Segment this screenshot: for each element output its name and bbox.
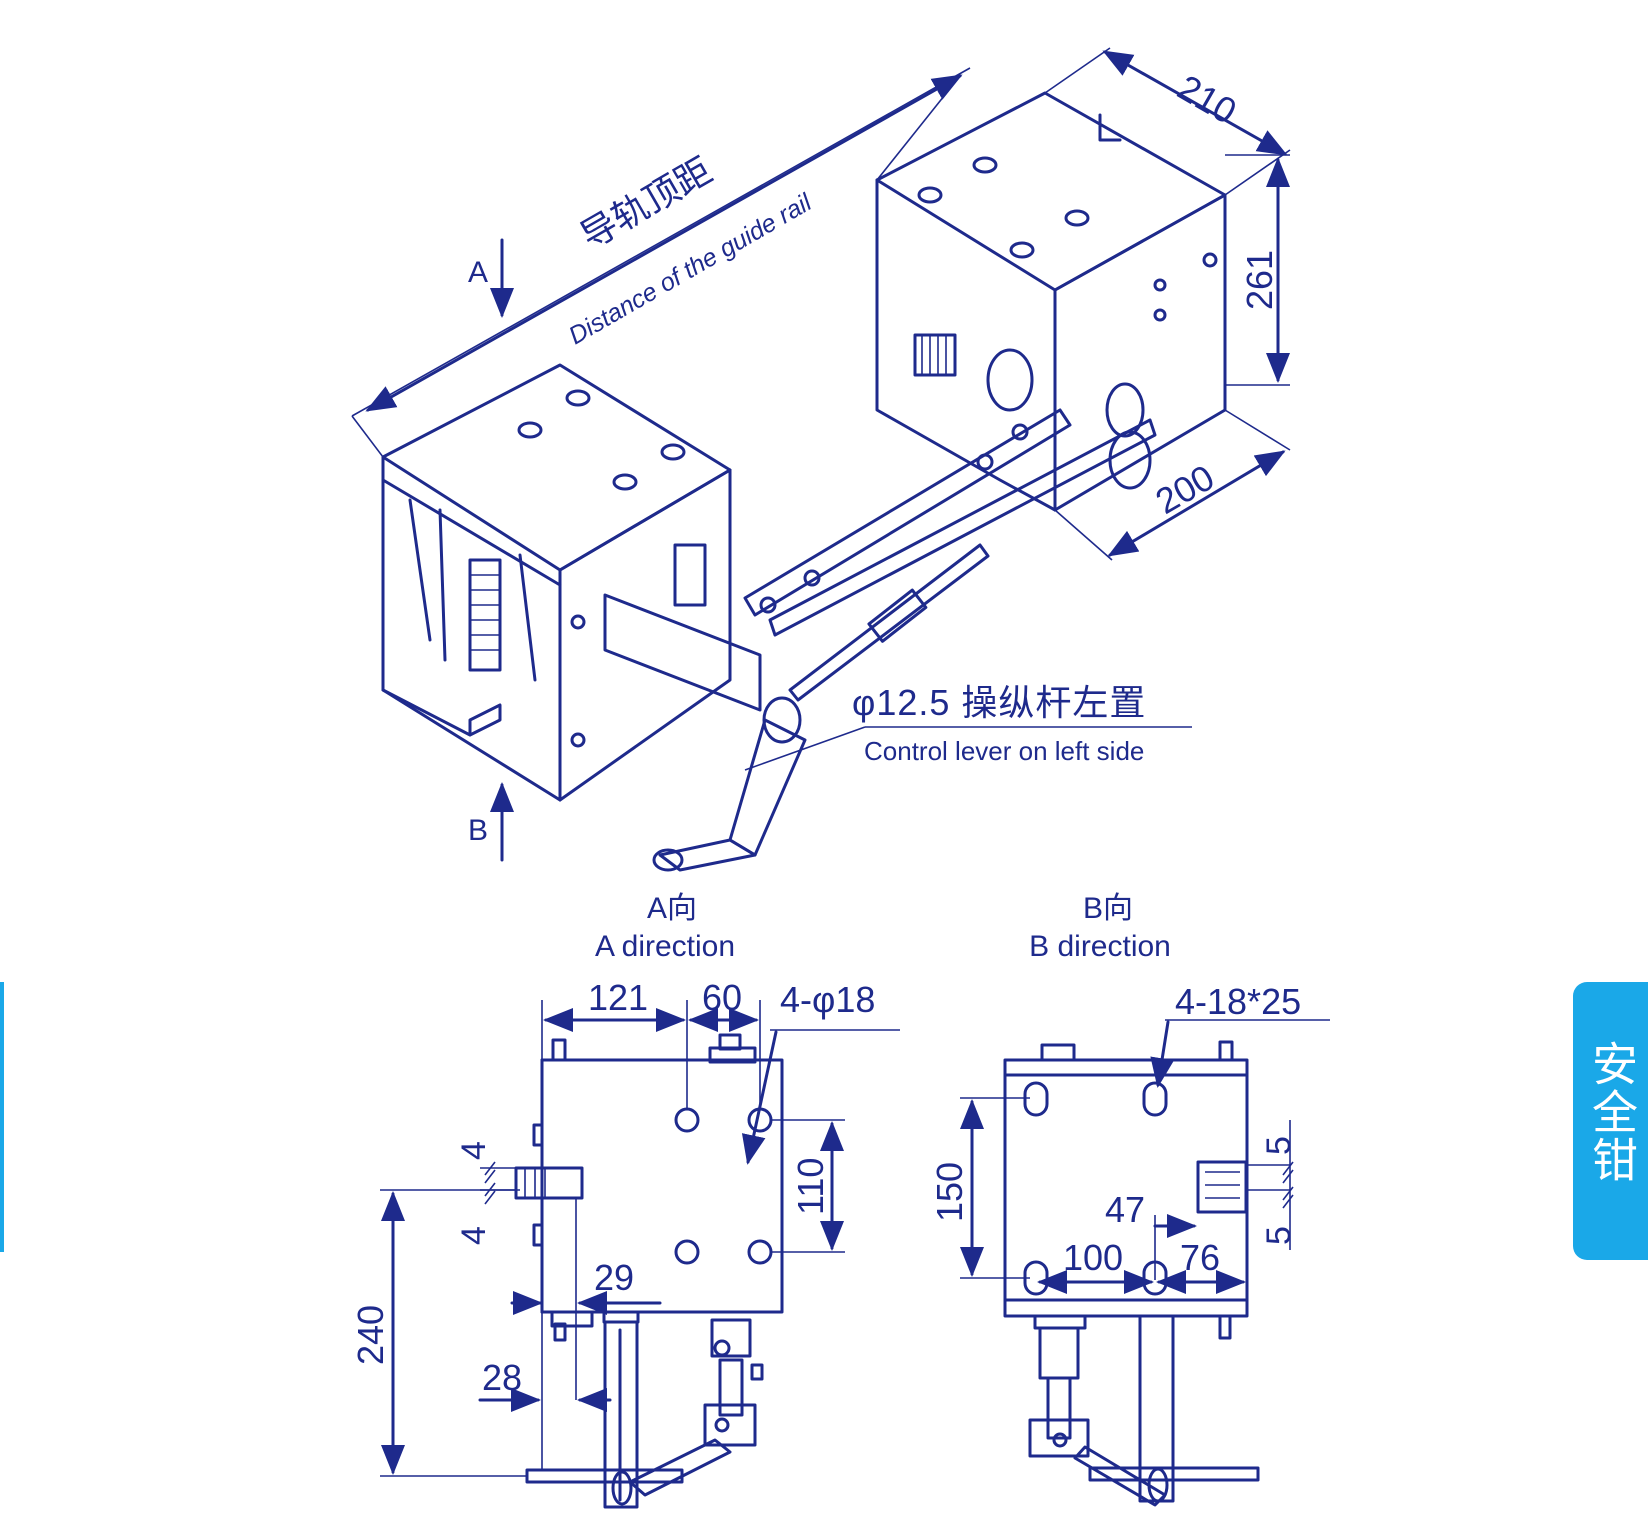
view-b-slots: 4-18*25: [1175, 981, 1301, 1022]
view-a-dim-4-bottom: 4: [455, 1226, 493, 1245]
view-b-title-cn: B向: [1083, 892, 1133, 925]
view-b: B向 B direction 4-18*25 150: [929, 892, 1330, 1507]
arrow-a-label: A: [468, 256, 488, 289]
view-b-dim-100: 100: [1063, 1237, 1123, 1278]
dim-210: 210: [1171, 66, 1244, 132]
isometric-view: 导轨顶距 Distance of the guide rail 210 261 …: [351, 47, 1291, 872]
view-a-dim-28: 28: [482, 1357, 522, 1398]
view-a-hole: [674, 1239, 700, 1265]
view-a-title-en: A direction: [595, 930, 735, 963]
dim-200: 200: [1149, 456, 1222, 522]
view-b-dim-76: 76: [1180, 1237, 1220, 1278]
view-a: A向 A direction: [350, 892, 900, 1509]
arrow-b-label: B: [468, 814, 488, 847]
dim-261: 261: [1239, 250, 1280, 310]
depth-dimension: 200: [1054, 409, 1291, 561]
view-a-hole: [747, 1239, 773, 1265]
view-b-dim-47: 47: [1105, 1189, 1145, 1230]
view-b-slot: [1142, 1081, 1168, 1117]
view-b-title-en: B direction: [1029, 930, 1171, 963]
view-b-dim-5-bottom: 5: [1260, 1226, 1298, 1245]
right-gear-box: [875, 91, 1227, 512]
width-dimension: 210: [1044, 47, 1291, 196]
lever-label-en: Control lever on left side: [864, 736, 1144, 766]
side-tab: [1573, 982, 1648, 1260]
lever-label: φ12.5 操纵杆左置 Control lever on left side: [744, 682, 1192, 771]
view-a-dim-29: 29: [594, 1257, 634, 1298]
view-b-dim-5-top: 5: [1260, 1136, 1298, 1155]
view-a-title-cn: A向: [647, 892, 697, 925]
linkage-rods: [652, 408, 1157, 872]
view-a-dim-121: 121: [588, 977, 648, 1018]
view-a-holes: 4-φ18: [780, 979, 875, 1020]
view-a-hole: [674, 1107, 700, 1133]
height-dimension: 261: [1225, 154, 1290, 386]
left-gear-box: [381, 363, 762, 802]
side-tab-label: 安全钳: [1585, 1040, 1639, 1184]
view-a-dim-240: 240: [350, 1305, 391, 1365]
view-b-dim-150: 150: [929, 1162, 970, 1222]
lever-label-cn: φ12.5 操纵杆左置: [852, 682, 1146, 723]
view-a-dim-110: 110: [790, 1158, 831, 1215]
left-edge-marker: [0, 982, 4, 1252]
view-a-dim-60: 60: [702, 977, 742, 1018]
rail-distance-cn: 导轨顶距: [574, 149, 719, 257]
direction-arrow-b: B: [468, 782, 514, 862]
view-a-dim-4-top: 4: [455, 1141, 493, 1160]
direction-arrow-a: A: [468, 238, 514, 318]
view-b-slot: [1023, 1081, 1049, 1117]
